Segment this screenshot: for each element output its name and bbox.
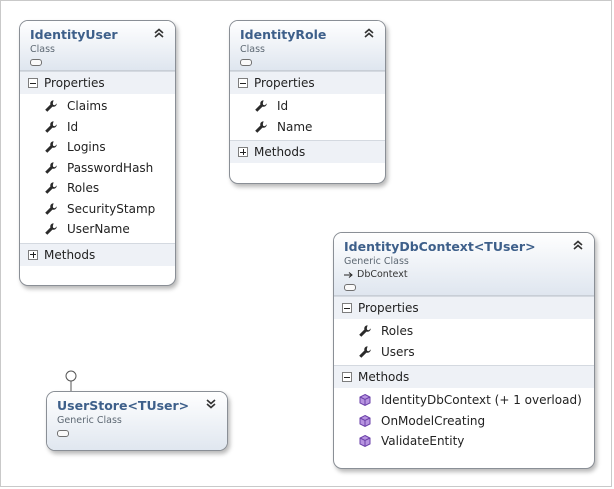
wrench-icon bbox=[44, 181, 58, 195]
class-title: IdentityRole bbox=[240, 27, 327, 42]
property-name: Users bbox=[381, 344, 415, 359]
double-chevron-down-icon[interactable] bbox=[205, 398, 217, 410]
property-item[interactable]: Claims bbox=[20, 96, 175, 117]
wrench-icon bbox=[44, 99, 58, 113]
property-item[interactable]: PasswordHash bbox=[20, 158, 175, 179]
methods-list: IdentityDbContext (+ 1 overload) OnModel… bbox=[334, 388, 594, 455]
class-identity-user[interactable]: IdentityUser Class Properties Claims Id … bbox=[19, 20, 176, 286]
expand-toggle-icon[interactable] bbox=[238, 147, 248, 157]
base-class-row: DbContext bbox=[344, 268, 584, 281]
class-kind: Generic Class bbox=[57, 415, 122, 426]
properties-section-header[interactable]: Properties bbox=[230, 71, 385, 94]
wrench-icon bbox=[44, 140, 58, 154]
property-name: Id bbox=[67, 119, 79, 134]
cube-icon bbox=[358, 434, 372, 448]
property-name: Roles bbox=[381, 324, 414, 339]
property-item[interactable]: Roles bbox=[20, 178, 175, 199]
class-header[interactable]: IdentityDbContext<TUser> Generic Class D… bbox=[334, 233, 594, 296]
wrench-icon bbox=[44, 222, 58, 236]
section-label: Properties bbox=[358, 301, 419, 315]
class-user-store[interactable]: UserStore<TUser> Generic Class bbox=[46, 391, 228, 451]
property-item[interactable]: Name bbox=[230, 117, 385, 138]
wrench-icon bbox=[44, 161, 58, 175]
methods-section-header[interactable]: Methods bbox=[230, 140, 385, 163]
wrench-icon bbox=[358, 345, 372, 359]
class-header[interactable]: IdentityRole Class bbox=[230, 21, 385, 71]
class-title: IdentityUser bbox=[30, 27, 118, 42]
property-item[interactable]: Roles bbox=[334, 321, 594, 342]
properties-section-header[interactable]: Properties bbox=[20, 71, 175, 94]
section-label: Properties bbox=[254, 76, 315, 90]
property-name: PasswordHash bbox=[67, 160, 154, 175]
property-item[interactable]: Id bbox=[230, 96, 385, 117]
properties-list: Id Name bbox=[230, 94, 385, 140]
collapse-toggle-icon[interactable] bbox=[342, 372, 352, 382]
section-label: Methods bbox=[254, 145, 306, 159]
property-item[interactable]: UserName bbox=[20, 219, 175, 240]
arrow-right-icon bbox=[344, 271, 353, 278]
properties-section-header[interactable]: Properties bbox=[334, 296, 594, 319]
collapse-toggle-icon[interactable] bbox=[238, 78, 248, 88]
class-pill-icon bbox=[240, 59, 252, 66]
property-name: Claims bbox=[67, 99, 108, 114]
property-item[interactable]: Id bbox=[20, 117, 175, 138]
cube-icon bbox=[358, 414, 372, 428]
double-chevron-up-icon[interactable] bbox=[363, 27, 375, 39]
method-item[interactable]: IdentityDbContext (+ 1 overload) bbox=[334, 390, 594, 411]
property-item[interactable]: SecurityStamp bbox=[20, 199, 175, 220]
property-item[interactable]: Users bbox=[334, 342, 594, 363]
class-pill-icon bbox=[57, 430, 69, 437]
class-pill-icon bbox=[344, 284, 356, 291]
property-name: Name bbox=[277, 119, 313, 134]
properties-list: Claims Id Logins PasswordHash Roles Secu… bbox=[20, 94, 175, 243]
method-item[interactable]: OnModelCreating bbox=[334, 411, 594, 432]
class-identity-db-context[interactable]: IdentityDbContext<TUser> Generic Class D… bbox=[333, 232, 595, 469]
section-label: Properties bbox=[44, 76, 105, 90]
property-name: Logins bbox=[67, 140, 106, 155]
method-name: IdentityDbContext (+ 1 overload) bbox=[381, 393, 582, 408]
class-identity-role[interactable]: IdentityRole Class Properties Id Name Me… bbox=[229, 20, 386, 184]
method-name: OnModelCreating bbox=[381, 413, 486, 428]
wrench-icon bbox=[254, 99, 268, 113]
class-kind: Generic Class bbox=[344, 256, 409, 267]
double-chevron-up-icon[interactable] bbox=[153, 27, 165, 39]
method-item[interactable]: ValidateEntity bbox=[334, 431, 594, 452]
properties-list: Roles Users bbox=[334, 319, 594, 365]
class-kind: Class bbox=[30, 44, 55, 55]
wrench-icon bbox=[254, 120, 268, 134]
class-title: UserStore<TUser> bbox=[57, 398, 190, 413]
collapse-toggle-icon[interactable] bbox=[342, 303, 352, 313]
class-pill-icon bbox=[30, 59, 42, 66]
section-label: Methods bbox=[44, 247, 96, 262]
property-name: UserName bbox=[67, 222, 130, 237]
double-chevron-up-icon[interactable] bbox=[572, 239, 584, 251]
expand-toggle-icon[interactable] bbox=[28, 249, 38, 260]
section-label: Methods bbox=[358, 370, 410, 384]
collapse-toggle-icon[interactable] bbox=[28, 78, 38, 88]
class-title: IdentityDbContext<TUser> bbox=[344, 239, 536, 254]
property-name: SecurityStamp bbox=[67, 201, 156, 216]
class-kind: Class bbox=[240, 44, 265, 55]
methods-section-header[interactable]: Methods bbox=[20, 242, 175, 266]
methods-section-header[interactable]: Methods bbox=[334, 365, 594, 388]
class-header[interactable]: UserStore<TUser> Generic Class bbox=[47, 392, 227, 450]
property-item[interactable]: Logins bbox=[20, 137, 175, 158]
wrench-icon bbox=[44, 120, 58, 134]
property-name: Roles bbox=[67, 181, 100, 196]
method-name: ValidateEntity bbox=[381, 434, 465, 449]
property-name: Id bbox=[277, 99, 289, 114]
wrench-icon bbox=[358, 324, 372, 338]
wrench-icon bbox=[44, 202, 58, 216]
class-header[interactable]: IdentityUser Class bbox=[20, 21, 175, 71]
base-class-name: DbContext bbox=[357, 269, 408, 280]
cube-icon bbox=[358, 393, 372, 407]
